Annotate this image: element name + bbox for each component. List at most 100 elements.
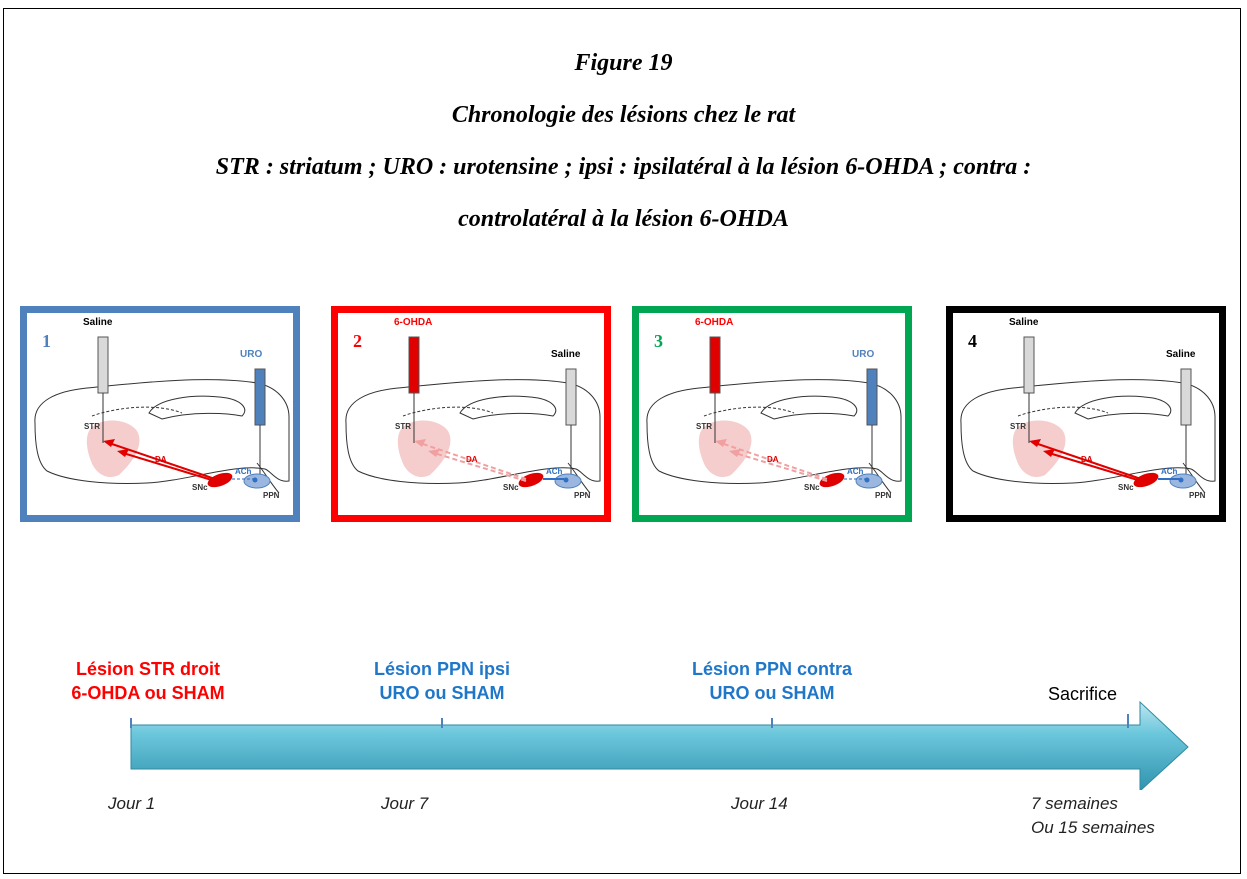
right-syringe-label: URO [852, 349, 875, 360]
panel-number: 1 [42, 331, 51, 351]
timeline-event-4: Sacrifice [1048, 682, 1117, 706]
figure-title: Chronologie des lésions chez le rat [451, 102, 796, 128]
snc-nucleus [207, 472, 233, 488]
da-arrowhead-upper [414, 439, 426, 447]
brain-schematic [345, 336, 601, 494]
right-syringe-body [565, 368, 577, 426]
label-ppn: PPN [263, 491, 280, 500]
left-syringe-label: Saline [83, 317, 113, 328]
label-snc: SNc [804, 483, 820, 492]
timeline-day-1: Jour 1 [108, 792, 155, 816]
timeline-day-4: 7 semaines Ou 15 semaines [1031, 792, 1155, 840]
timeline-event-line2: 6-OHDA ou SHAM [71, 683, 225, 703]
right-syringe-body [866, 368, 878, 426]
label-ppn: PPN [1189, 491, 1206, 500]
ppn-dot [864, 477, 870, 483]
left-syringe-body [408, 336, 420, 394]
timeline-event-line1: Lésion PPN contra [691, 659, 853, 679]
brain-outline [960, 379, 1216, 484]
timeline-event-1: Lésion STR droit 6-OHDA ou SHAM [38, 657, 258, 705]
timeline-day-3: Jour 14 [731, 792, 788, 816]
timeline-day-label: Jour 1 [108, 794, 156, 813]
hippocampus-outline [148, 395, 246, 420]
left-syringe-body [97, 336, 109, 394]
label-snc: SNc [1118, 483, 1134, 492]
left-syringe-body [709, 336, 721, 394]
da-arrowhead-lower [729, 449, 741, 457]
figure-legend-line2: controlatéral à la lésion 6-OHDA [458, 206, 789, 232]
right-syringe-body [254, 368, 266, 426]
label-ach: ACh [847, 467, 864, 476]
brain-schematic [34, 336, 290, 494]
right-syringe-label: Saline [1166, 349, 1196, 360]
left-syringe-label: Saline [1009, 317, 1039, 328]
corpus-callosum-dashed [402, 406, 494, 417]
striatum-region [397, 420, 451, 478]
brain-outline [34, 379, 290, 484]
label-snc: SNc [503, 483, 519, 492]
corpus-callosum-dashed [1017, 406, 1109, 417]
panel-number: 3 [654, 331, 663, 351]
panel-number: 4 [968, 331, 977, 351]
hippocampus-outline [1074, 395, 1172, 420]
label-snc: SNc [192, 483, 208, 492]
figure-frame [3, 8, 1241, 874]
striatum-region [86, 420, 140, 478]
ppn-dot [252, 477, 258, 483]
timeline-day-label: Jour 14 [731, 794, 788, 813]
da-pathway-upper [419, 442, 527, 480]
brain-outline [646, 379, 902, 484]
snc-nucleus [1133, 472, 1159, 488]
hippocampus-outline [760, 395, 858, 420]
brain-schematic [646, 336, 902, 494]
timeline-day-label: Jour 7 [381, 794, 429, 813]
snc-nucleus [819, 472, 845, 488]
da-pathway-lower [433, 452, 527, 482]
figure-legend-line1: STR : striatum ; URO : urotensine ; ipsi… [215, 154, 1032, 180]
left-syringe-label: 6-OHDA [695, 317, 734, 328]
ppn-dot [563, 477, 569, 483]
timeline-day-label-2: Ou 15 semaines [1031, 818, 1155, 837]
panel-number: 2 [353, 331, 362, 351]
label-str: STR [84, 422, 100, 431]
timeline-event-line1: Lésion STR droit [76, 659, 220, 679]
right-syringe-label: URO [240, 349, 263, 360]
da-arrowhead-lower [1043, 449, 1055, 457]
label-da: DA [155, 455, 167, 464]
right-syringe-label: Saline [551, 349, 581, 360]
label-ppn: PPN [574, 491, 591, 500]
label-ach: ACh [235, 467, 252, 476]
da-pathway-lower [122, 452, 216, 482]
da-pathway-upper [108, 442, 216, 480]
figure-number: Figure 19 [574, 50, 673, 76]
corpus-callosum-dashed [91, 406, 183, 417]
label-ppn: PPN [875, 491, 892, 500]
da-pathway-lower [1048, 452, 1142, 482]
timeline-event-line2: URO ou SHAM [709, 683, 835, 703]
label-str: STR [696, 422, 712, 431]
label-da: DA [1081, 455, 1093, 464]
da-pathway-upper [720, 442, 828, 480]
timeline-day-label: 7 semaines [1031, 794, 1118, 813]
snc-nucleus [518, 472, 544, 488]
da-arrowhead-upper [715, 439, 727, 447]
label-str: STR [1010, 422, 1026, 431]
striatum-region [1012, 420, 1066, 478]
da-arrowhead-lower [117, 449, 129, 457]
da-pathway-lower [734, 452, 828, 482]
timeline-event-line2: URO ou SHAM [379, 683, 505, 703]
timeline-event-line1: Sacrifice [1048, 684, 1118, 704]
da-pathway-upper [1034, 442, 1142, 480]
timeline-arrow [130, 700, 1189, 790]
timeline-event-line1: Lésion PPN ipsi [373, 659, 511, 679]
label-da: DA [767, 455, 779, 464]
label-str: STR [395, 422, 411, 431]
timeline-day-2: Jour 7 [381, 792, 428, 816]
left-syringe-body [1023, 336, 1035, 394]
label-da: DA [466, 455, 478, 464]
